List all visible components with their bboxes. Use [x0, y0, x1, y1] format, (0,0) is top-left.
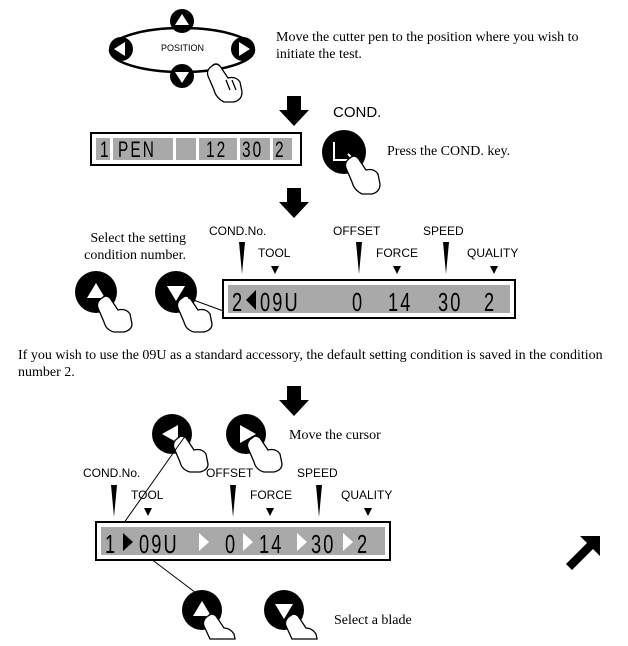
- hand-icon: [202, 613, 236, 640]
- lcd-display-step4: 1 09U 0 14 30 2: [95, 521, 391, 561]
- lcd-cond-number: 1: [100, 137, 111, 162]
- label-speed: SPEED: [297, 466, 338, 480]
- label-offset: OFFSET: [333, 224, 381, 238]
- lcd-force: 14: [388, 287, 413, 317]
- lcd-force: 14: [259, 529, 284, 559]
- lcd-display-step2: 1 PEN 12 30 2: [90, 132, 302, 166]
- hand-icon: [206, 63, 243, 103]
- label-force: FORCE: [250, 488, 292, 502]
- lcd-offset: 0: [352, 287, 365, 317]
- blade-keys: [182, 590, 318, 640]
- lcd-force: 12: [206, 137, 228, 162]
- blade-instruction: Select a blade: [334, 613, 412, 628]
- cond-label: COND.: [333, 104, 382, 121]
- position-label: POSITION: [161, 43, 205, 53]
- step2-instruction: Press the COND. key.: [387, 144, 511, 159]
- arrow-right-key[interactable]: [231, 37, 255, 61]
- lcd-offset: 0: [225, 529, 238, 559]
- cond-key[interactable]: [322, 130, 402, 200]
- lcd-speed: 30: [311, 529, 336, 559]
- lcd-cond-number: 2: [232, 287, 245, 317]
- hand-icon: [284, 613, 318, 640]
- label-offset: OFFSET: [206, 466, 254, 480]
- selector-keys: [75, 271, 227, 333]
- hand-icon: [246, 435, 283, 473]
- hand-icon: [172, 435, 209, 473]
- lcd-tool: PEN: [118, 137, 156, 162]
- diagonal-arrow-icon: [566, 536, 600, 570]
- lcd-tool: 09U: [260, 287, 300, 317]
- down-arrow-icon: [279, 96, 309, 126]
- lcd-tool: 09U: [139, 529, 179, 559]
- hand-icon: [344, 155, 381, 195]
- label-cond-no: COND.No.: [209, 224, 267, 238]
- cursor-instruction: Move the cursor: [289, 428, 381, 443]
- label-quality: QUALITY: [467, 246, 519, 260]
- down-arrow-icon: [279, 188, 309, 218]
- label-cond-no: COND.No.: [83, 466, 141, 480]
- arrow-left-key[interactable]: [109, 37, 133, 61]
- hand-icon: [96, 295, 133, 333]
- label-force: FORCE: [376, 246, 418, 260]
- lcd-display-step3: 2 09U 0 14 30 2: [222, 279, 516, 319]
- label-tool: TOOL: [131, 488, 164, 502]
- lcd-cond-number: 1: [105, 529, 118, 559]
- down-arrow-icon: [279, 386, 309, 416]
- lcd-quality: 2: [484, 287, 497, 317]
- step1-instruction: Move the cutter pen to the position wher…: [276, 30, 579, 62]
- step3-instruction: Select the setting condition number.: [84, 231, 186, 263]
- label-speed: SPEED: [423, 224, 464, 238]
- cursor-keys: [152, 414, 283, 473]
- lcd-quality: 2: [357, 529, 370, 559]
- hand-icon: [176, 295, 213, 333]
- lcd-speed: 30: [438, 287, 463, 317]
- label-quality: QUALITY: [341, 488, 393, 502]
- arrow-down-key[interactable]: [170, 64, 194, 88]
- lcd-quality: 2: [275, 137, 286, 162]
- arrow-up-key[interactable]: [170, 9, 194, 33]
- lcd-speed: 30: [242, 137, 264, 162]
- label-tool: TOOL: [258, 246, 291, 260]
- note-text: If you wish to use the 09U as a standard…: [18, 348, 603, 380]
